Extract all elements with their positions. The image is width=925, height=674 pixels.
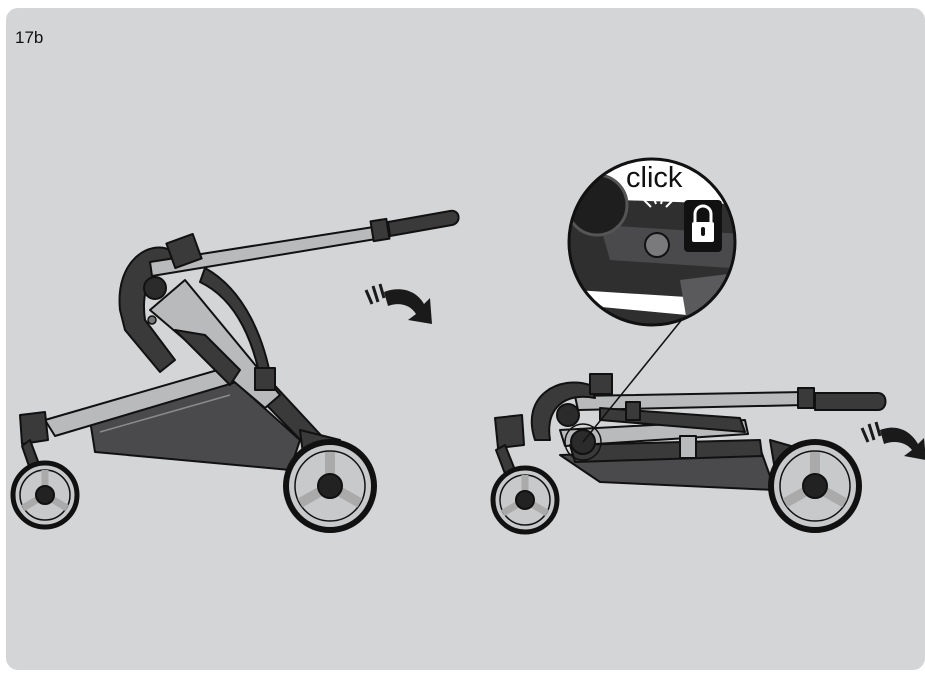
fold-arrow-icon-2 [862, 422, 925, 460]
stroller-folded [493, 374, 886, 532]
padlock-icon [684, 200, 722, 252]
fold-arrow-icon [366, 284, 432, 324]
front-wheel-folded [493, 468, 557, 532]
front-wheel [13, 463, 77, 527]
stroller-unfolded [13, 211, 459, 530]
zoom-detail: click [560, 150, 760, 340]
click-callout-text: click [626, 162, 683, 194]
rear-wheel-folded [770, 440, 859, 530]
